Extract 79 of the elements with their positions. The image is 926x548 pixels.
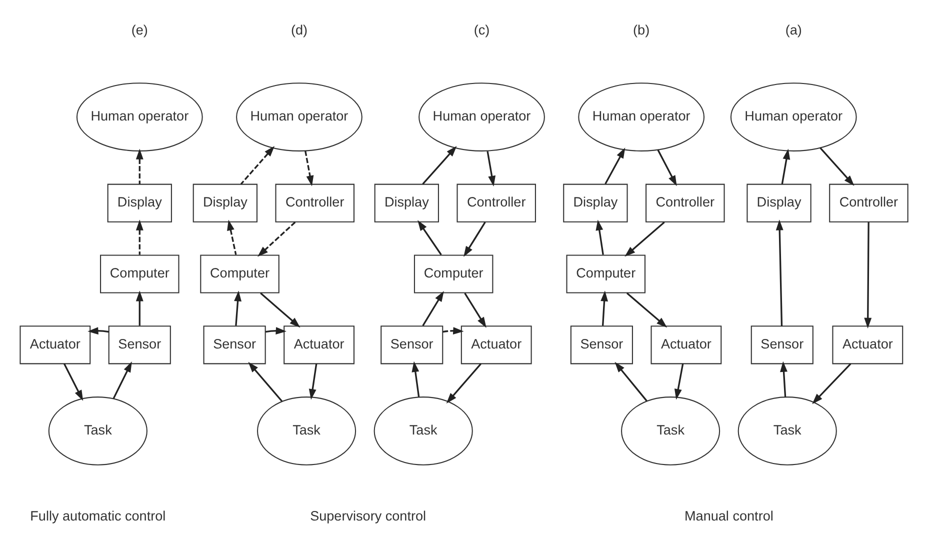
node-box: Controller (274, 184, 354, 222)
arrow (417, 220, 442, 256)
arrow (264, 327, 286, 335)
arrow (135, 220, 143, 255)
arrow (595, 220, 604, 255)
label: (a) (784, 22, 802, 38)
arrow (656, 149, 676, 186)
node-ellipse: Human operator (76, 82, 202, 152)
node-ellipse: Task (737, 396, 836, 466)
node-box: Display (106, 184, 172, 222)
label: (c) (473, 22, 490, 38)
arrow (626, 292, 667, 328)
node-box: Sensor (750, 326, 813, 364)
arrow (411, 361, 420, 398)
arrow (308, 364, 317, 400)
node-box: Controller (645, 184, 724, 222)
arrow (87, 327, 108, 335)
arrow (864, 222, 872, 328)
arrow (674, 364, 684, 400)
node-box: Actuator (283, 326, 354, 364)
node-box: Sensor (570, 326, 632, 364)
node-box: Controller (456, 184, 536, 222)
node-ellipse: Human operator (418, 82, 544, 152)
arrow (463, 222, 486, 257)
arrow (248, 362, 282, 402)
node-box: Display (746, 184, 811, 222)
arrow (422, 290, 444, 326)
node-box: Controller (828, 184, 908, 222)
arrow (112, 362, 132, 399)
node-ellipse: Task (620, 396, 720, 466)
node-box: Display (374, 184, 438, 222)
arrow (780, 148, 790, 184)
node-box: Actuator (650, 326, 722, 364)
node-ellipse: Task (256, 396, 356, 466)
label: Manual control (684, 508, 773, 524)
label: (e) (130, 22, 148, 38)
node-ellipse: Human operator (236, 82, 362, 152)
node-box: Computer (566, 254, 645, 294)
arrow (62, 363, 83, 401)
arrow (812, 363, 851, 404)
label: (d) (290, 22, 308, 38)
arrow (624, 222, 664, 257)
node-box: Actuator (19, 326, 90, 364)
arrow (422, 146, 456, 185)
arrow (446, 363, 481, 404)
node-ellipse: Human operator (578, 82, 704, 152)
arrow (614, 362, 647, 402)
label: (b) (632, 22, 650, 38)
node-box: Computer (200, 254, 279, 294)
node-box: Computer (100, 254, 179, 294)
arrow (135, 148, 143, 184)
arrow (604, 148, 625, 184)
arrow (442, 327, 464, 335)
arrow (780, 361, 787, 397)
node-box: Actuator (832, 326, 903, 364)
node-box: Sensor (380, 326, 443, 364)
node-box: Sensor (202, 326, 266, 364)
arrow (240, 146, 274, 185)
label: Supervisory control (310, 508, 426, 524)
node-box: Sensor (108, 326, 170, 364)
arrow (486, 151, 496, 187)
arrow (234, 290, 241, 326)
node-ellipse: Task (373, 396, 472, 466)
arrow (260, 292, 300, 328)
node-box: Computer (413, 254, 493, 294)
arrow (304, 150, 314, 186)
node-ellipse: Human operator (730, 82, 856, 152)
arrow (819, 147, 854, 186)
label: Fully automatic control (30, 508, 166, 524)
node-box: Actuator (460, 326, 532, 364)
arrow (775, 220, 783, 326)
node-box: Display (562, 184, 628, 222)
arrow (600, 290, 608, 326)
node-box: Display (192, 184, 257, 222)
arrow (226, 220, 236, 255)
arrow (257, 222, 296, 257)
node-ellipse: Task (48, 396, 147, 466)
arrow (135, 290, 143, 326)
arrow (464, 292, 486, 328)
